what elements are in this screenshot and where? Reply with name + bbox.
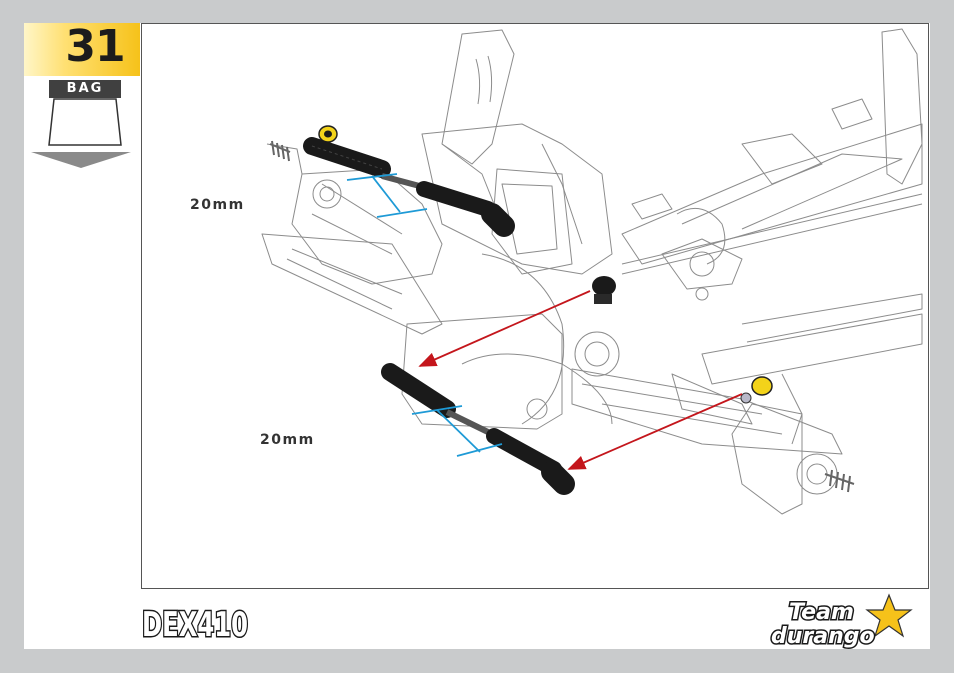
brand-line-1: Team [789, 600, 854, 625]
assembly-illustration [142, 24, 928, 588]
manual-page: 31 BAG [24, 23, 930, 649]
brand-line-2: durango [771, 624, 875, 649]
illustration-frame [141, 23, 929, 589]
assembly-arrows [420, 291, 742, 469]
down-arrow-icon [31, 151, 131, 169]
chassis-drawing [262, 29, 922, 514]
parts-bag-icon [46, 98, 126, 146]
step-number: 31 [50, 21, 140, 72]
bag-label: BAG [49, 80, 121, 98]
upper-turnbuckle [312, 146, 504, 226]
step-badge: 31 [24, 23, 140, 76]
rod-end-cap [592, 276, 616, 304]
brand-logo: Team durango [769, 593, 924, 649]
model-name: DEX410 [142, 605, 248, 643]
model-logo: DEX410 [140, 601, 252, 643]
ball-stud-lower [741, 377, 772, 403]
axle-shaft-right [825, 470, 854, 492]
ball-stud-upper [319, 126, 337, 142]
axle-shaft-left [270, 141, 290, 161]
dimension-label-upper: 20mm [190, 197, 245, 213]
dimension-marker-upper [347, 174, 427, 217]
dimension-label-lower: 20mm [260, 432, 315, 448]
